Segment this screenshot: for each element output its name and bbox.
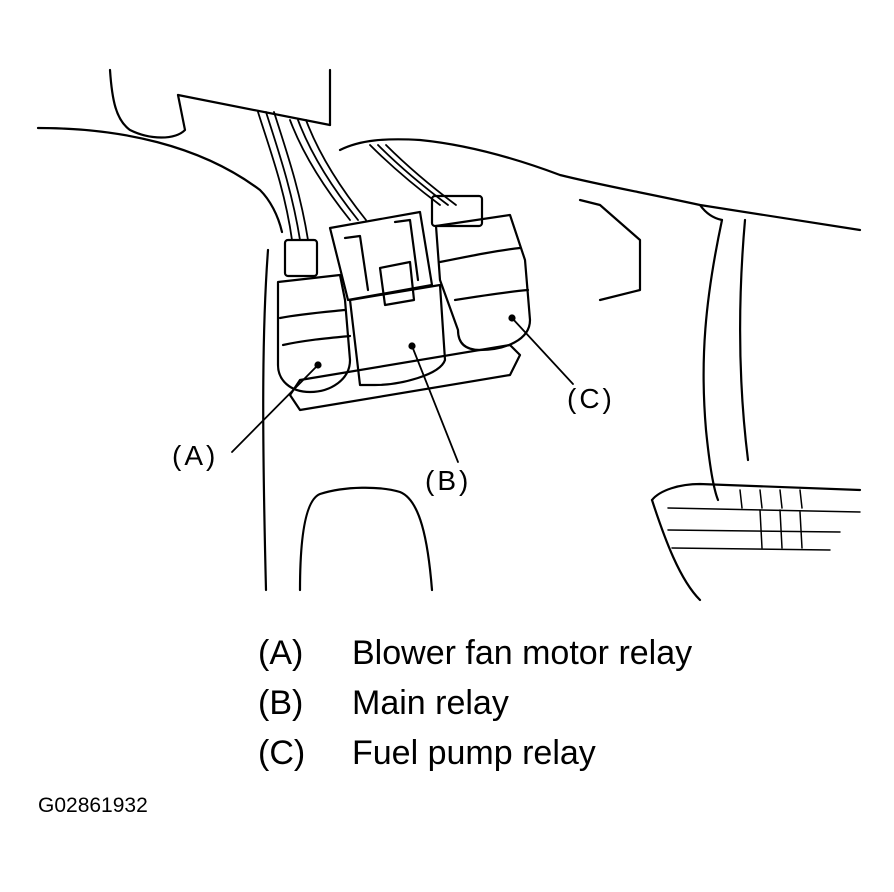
legend-text: Blower fan motor relay [352,633,693,672]
legend-row-a: (A) Blower fan motor relay [258,628,692,678]
accelerator-pedal [650,482,862,602]
callout-c: (C) [567,383,615,414]
relay-bracket [288,343,522,412]
legend: (A) Blower fan motor relay (B) Main rela… [258,628,692,778]
callout-a: (A) [172,440,219,471]
legend-text: Fuel pump relay [352,733,596,772]
legend-row-b: (B) Main relay [258,678,692,728]
dashboard-outline [36,68,862,592]
wire-harness [257,111,457,241]
legend-key: (C) [258,733,306,772]
relay-a-blower-fan-motor [276,238,352,394]
legend-text: Main relay [352,683,509,722]
legend-key: (B) [258,683,304,722]
callout-b: (B) [425,465,472,496]
leader-lines [231,317,574,463]
relay-c-fuel-pump [430,194,532,352]
legend-row-c: (C) Fuel pump relay [258,728,692,778]
figure-id: G02861932 [38,794,148,817]
legend-key: (A) [258,633,304,672]
relay-location-illustration [36,68,862,602]
